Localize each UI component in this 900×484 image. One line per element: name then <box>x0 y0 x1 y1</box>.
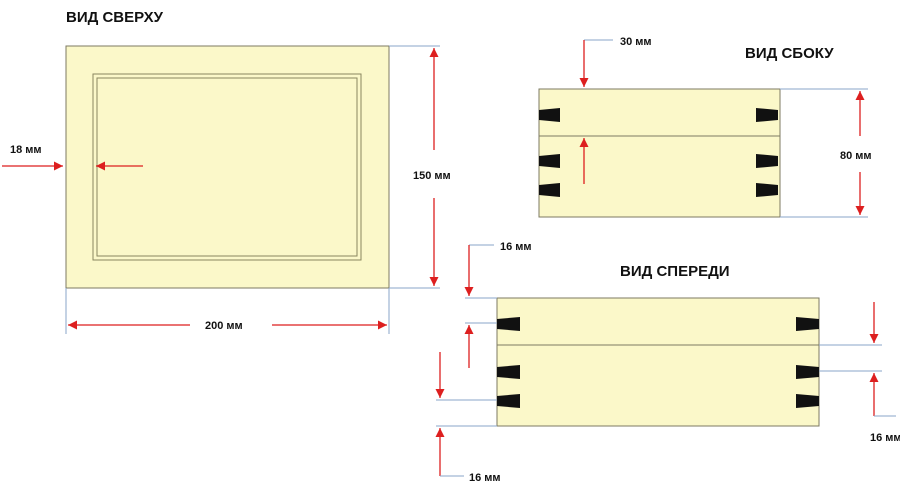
hinge-mark <box>796 394 819 408</box>
hinge-mark <box>756 154 778 168</box>
dim-top-border: 18 мм <box>2 144 143 171</box>
hinge-mark <box>756 183 778 197</box>
dim-label-top-depth: 150 мм <box>413 170 451 182</box>
hinge-mark <box>539 108 560 122</box>
hinge-mark <box>497 317 520 331</box>
dim-top-width: 200 мм <box>68 320 387 332</box>
front-view: ВИД СПЕРЕДИ <box>496 263 820 427</box>
side-view: ВИД СБОКУ <box>538 45 834 218</box>
dim-side-lid: 30 мм <box>579 36 652 184</box>
dim-top-depth: 150 мм <box>413 48 451 286</box>
hinge-mark <box>796 317 819 331</box>
top-view-title: ВИД СВЕРХУ <box>66 9 164 26</box>
top-view-panel <box>65 45 390 289</box>
dim-front-top: 16 мм <box>464 241 532 368</box>
dim-label-top-width: 200 мм <box>205 320 243 332</box>
hinge-mark <box>539 154 560 168</box>
hinge-mark <box>756 108 778 122</box>
front-view-title: ВИД СПЕРЕДИ <box>620 263 730 280</box>
top-view-extension-lines <box>65 45 440 334</box>
dim-label-top-border: 18 мм <box>10 144 42 156</box>
hinge-mark <box>539 183 560 197</box>
dim-label-front-top: 16 мм <box>500 241 532 253</box>
side-view-title: ВИД СБОКУ <box>745 45 834 62</box>
dim-side-height: 80 мм <box>780 88 872 218</box>
dim-front-bottom: 16 мм <box>435 352 501 484</box>
hinge-mark <box>497 394 520 408</box>
hinge-mark <box>796 365 819 379</box>
dim-front-right: 16 мм <box>819 302 900 444</box>
top-view-inner-frame <box>92 73 362 261</box>
dim-label-front-right: 16 мм <box>870 432 900 444</box>
side-view-panel <box>538 88 781 218</box>
top-view: ВИД СВЕРХУ <box>65 9 390 289</box>
front-view-panel <box>496 297 820 427</box>
hinge-mark <box>497 365 520 379</box>
dim-label-side-lid: 30 мм <box>620 36 652 48</box>
dim-label-side-height: 80 мм <box>840 150 872 162</box>
dim-label-front-bottom: 16 мм <box>469 472 501 484</box>
